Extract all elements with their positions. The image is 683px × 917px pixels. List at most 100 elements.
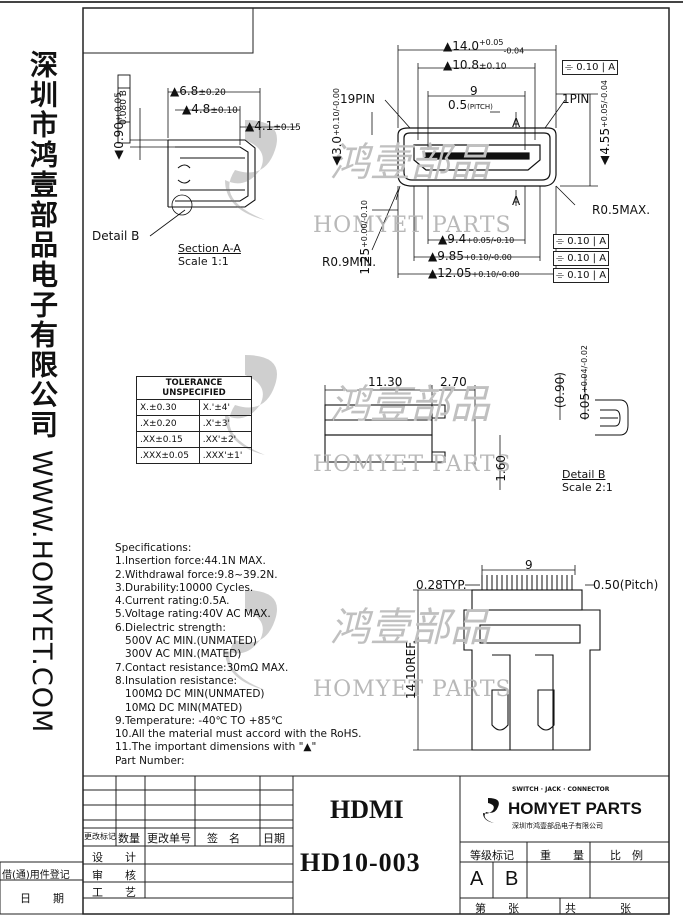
table-row: .XX±0.15.XX'±2' bbox=[136, 431, 253, 448]
flatness-value: 0.080 B bbox=[119, 90, 129, 125]
rev-header: 更改标记 bbox=[84, 832, 116, 841]
sheet-label: 第 张 bbox=[475, 902, 519, 915]
tolerance-header: TOLERANCE UNSPECIFIED bbox=[136, 376, 252, 400]
spec-line: Part Number: bbox=[115, 754, 185, 767]
dim-section-1: ▲6.8±0.20 bbox=[170, 84, 226, 98]
watermark-cn: 鸿壹部品 bbox=[330, 605, 490, 651]
section-scale: Scale 1:1 bbox=[178, 255, 229, 268]
spec-line: 500V AC MIN.(UNMATED) bbox=[115, 635, 257, 648]
spec-line: 5.Voltage rating:40V AC MAX. bbox=[115, 608, 271, 621]
spec-line: 2.Withdrawal force:9.8~39.2N. bbox=[115, 568, 278, 581]
dim-pin-span: 9 bbox=[525, 558, 533, 572]
spec-line: 9.Temperature: -40℃ TO +85℃ bbox=[115, 714, 283, 727]
watermark-logo bbox=[225, 355, 277, 455]
table-row: .X±0.20.X'±3' bbox=[136, 415, 253, 432]
bottom-pins bbox=[481, 575, 573, 590]
watermark-logo bbox=[225, 120, 277, 220]
section-view bbox=[167, 139, 256, 208]
dim-total-ref: 14.10REF. bbox=[404, 640, 418, 700]
role-process: 工 艺 bbox=[92, 886, 136, 899]
brand-cn-name: 深圳市鸿壹部品电子有限公司 bbox=[512, 822, 603, 830]
flatness-box: ⌯ 0.10 | A bbox=[553, 251, 610, 266]
spec-line: 4.Current rating:0.5A. bbox=[115, 595, 230, 608]
spec-line: 6.Dielectric strength: bbox=[115, 621, 226, 634]
ratio-label: 比 例 bbox=[610, 849, 643, 862]
role-design: 设 计 bbox=[92, 851, 136, 864]
part-number: HD10-003 bbox=[300, 848, 421, 877]
dim-bottom-3: ▲12.05+0.10/-0.00 bbox=[428, 266, 520, 280]
spec-line: 10MΩ DC MIN(MATED) bbox=[115, 701, 243, 714]
dim-bottom-2: ▲9.85+0.10/-0.00 bbox=[428, 249, 512, 263]
table-row: .XXX±0.05.XXX'±1' bbox=[136, 447, 253, 464]
dim-height-left: ▲3.0+0.10/-0.00 bbox=[330, 88, 344, 170]
weight-label: 重 量 bbox=[540, 849, 584, 862]
section-marker-a: A bbox=[512, 116, 521, 130]
revision-box bbox=[82, 7, 254, 54]
dim-height-bottom: 1.25+0.00/-0.10 bbox=[358, 200, 372, 275]
top-view-connector bbox=[397, 127, 557, 187]
watermark-text: HOMYET PARTS bbox=[313, 452, 512, 477]
dim-side-ref: (0.90) bbox=[553, 372, 567, 409]
dim-width-shell: ▲10.8±0.10 bbox=[443, 58, 507, 72]
watermark-cn: 鸿壹部品 bbox=[330, 382, 490, 428]
company-website: WWW.HOMYET.COM bbox=[26, 450, 57, 734]
spec-line: 1.Insertion force:44.1N MAX. bbox=[115, 555, 266, 568]
role-review: 审 核 bbox=[92, 869, 136, 882]
brand-tagline: SWITCH · JACK · CONNECTOR bbox=[512, 786, 610, 793]
spec-line: 10.All the material must accord with the… bbox=[115, 728, 362, 741]
bottom-view bbox=[463, 589, 601, 751]
spec-line: 11.The important dimensions with "▲" bbox=[115, 741, 317, 754]
dim-height-right: ▲4.55+0.05/-0.04 bbox=[598, 80, 612, 169]
spec-line: 8.Insulation resistance: bbox=[115, 674, 238, 687]
flatness-box: ⌯ 0.10 | A bbox=[553, 234, 610, 249]
grade-a: A bbox=[470, 868, 484, 890]
borrow-register: 借(通)用件登记 bbox=[2, 870, 70, 881]
homyet-logo bbox=[483, 798, 499, 823]
rev-header: 更改单号 bbox=[147, 832, 191, 845]
detail-b-scale: Scale 2:1 bbox=[562, 481, 613, 494]
dim-side-offset: 0.05+0.04/-0.02 bbox=[578, 345, 592, 420]
dim-inner-width: 9 bbox=[470, 84, 478, 98]
product-name: HDMI bbox=[330, 795, 404, 824]
dim-pitch: 0.5(PITCH) bbox=[448, 98, 493, 112]
rev-header: 日期 bbox=[263, 832, 285, 845]
title-block-grid bbox=[0, 775, 670, 915]
watermark-text: HOMYET PARTS bbox=[313, 677, 512, 702]
dim-side-tip: 2.70 bbox=[440, 375, 467, 389]
watermark-cn: 鸿壹部品 bbox=[330, 140, 490, 186]
specifications-list: Specifications: 1.Insertion force:44.1N … bbox=[115, 542, 361, 768]
dim-width-total: ▲14.0+0.05-0.04 bbox=[443, 38, 525, 56]
flatness-box-top: ⌯ 0.10 | A bbox=[562, 60, 619, 75]
watermark-logo bbox=[225, 590, 277, 690]
spec-line: 100MΩ DC MIN(UNMATED) bbox=[115, 688, 265, 701]
label-pin19: 19PIN bbox=[340, 92, 376, 106]
company-vertical-name: 深圳市鸿壹部品电子有限公司 bbox=[26, 50, 59, 440]
rev-header: 数量 bbox=[118, 832, 140, 845]
detail-b-title: Detail B bbox=[562, 468, 606, 481]
rev-header: 签 名 bbox=[207, 832, 240, 845]
spec-line: 7.Contact resistance:30mΩ MAX. bbox=[115, 661, 289, 674]
spec-line: 3.Durability:10000 Cycles. bbox=[115, 581, 254, 594]
dim-side-height: 1.60 bbox=[494, 455, 508, 482]
side-view bbox=[324, 404, 446, 463]
dim-section-2: ▲4.8±0.10 bbox=[182, 102, 238, 116]
dim-pin-width: 0.28TYP. bbox=[416, 578, 467, 592]
watermark-text: HOMYET PARTS bbox=[313, 213, 512, 238]
section-title: Section A-A bbox=[178, 242, 241, 255]
spec-line: Specifications: bbox=[115, 542, 192, 554]
label-detail-b: Detail B bbox=[92, 229, 140, 243]
section-marker-a: A bbox=[512, 194, 521, 208]
dim-side-length: 11.30 bbox=[368, 375, 403, 389]
dim-section-3: ▲4.1±0.15 bbox=[245, 119, 301, 133]
detail-b-view bbox=[595, 399, 629, 436]
brand-name: HOMYET PARTS bbox=[508, 799, 642, 818]
date-label: 日 期 bbox=[20, 892, 64, 905]
flatness-box: ⌯ 0.10 | A bbox=[553, 268, 610, 283]
label-radius-max: R0.5MAX. bbox=[592, 203, 651, 217]
grade-b: B bbox=[505, 868, 519, 890]
label-radius-min: R0.9MIN. bbox=[322, 255, 377, 269]
total-sheets-label: 共 张 bbox=[565, 902, 631, 915]
